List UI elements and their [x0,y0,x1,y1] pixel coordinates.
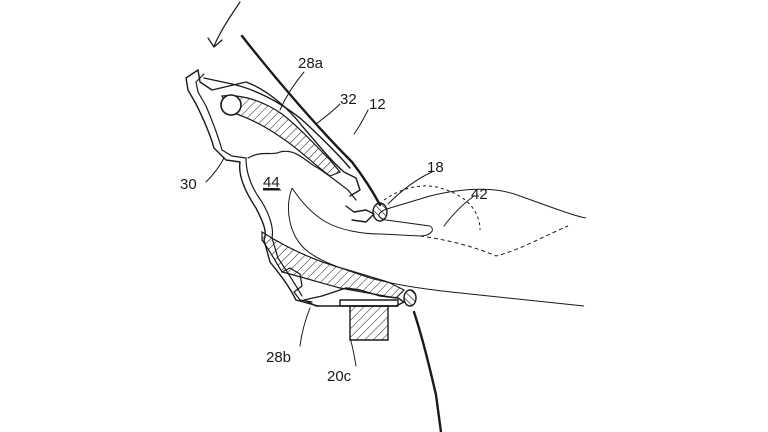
ref-44: 44 [263,174,280,191]
ref-32: 32 [340,91,357,108]
mount-flange [339,299,399,307]
pivot-pin [220,94,242,116]
mount-block [349,305,389,341]
hand-outline [291,187,587,237]
finger-dashed [383,185,481,231]
ref-18: 18 [427,159,444,176]
ref-28a: 28a [298,55,324,72]
ref-30: 30 [180,176,197,193]
cavity-edge [247,150,357,201]
seal-upper [372,202,388,222]
ref-20c: 20c [327,368,352,385]
latch-hook [345,205,375,223]
ref-28b: 28b [266,349,291,366]
lower-bracket [261,230,406,299]
hatched-arm [221,95,341,177]
outer-panel-line [240,34,382,207]
lower-panel-line [412,310,443,432]
hand-dashed [419,225,569,257]
seal-lower [403,289,417,307]
hand-lower [288,187,585,307]
leader-lines [205,71,475,367]
upper-bracket-top [203,77,351,169]
ref-42: 42 [471,186,488,203]
direction-arrow [207,1,241,48]
lower-hinge [281,267,313,303]
housing-outer-wall [185,69,319,307]
ref-12: 12 [369,96,386,113]
upper-bracket [197,69,361,197]
